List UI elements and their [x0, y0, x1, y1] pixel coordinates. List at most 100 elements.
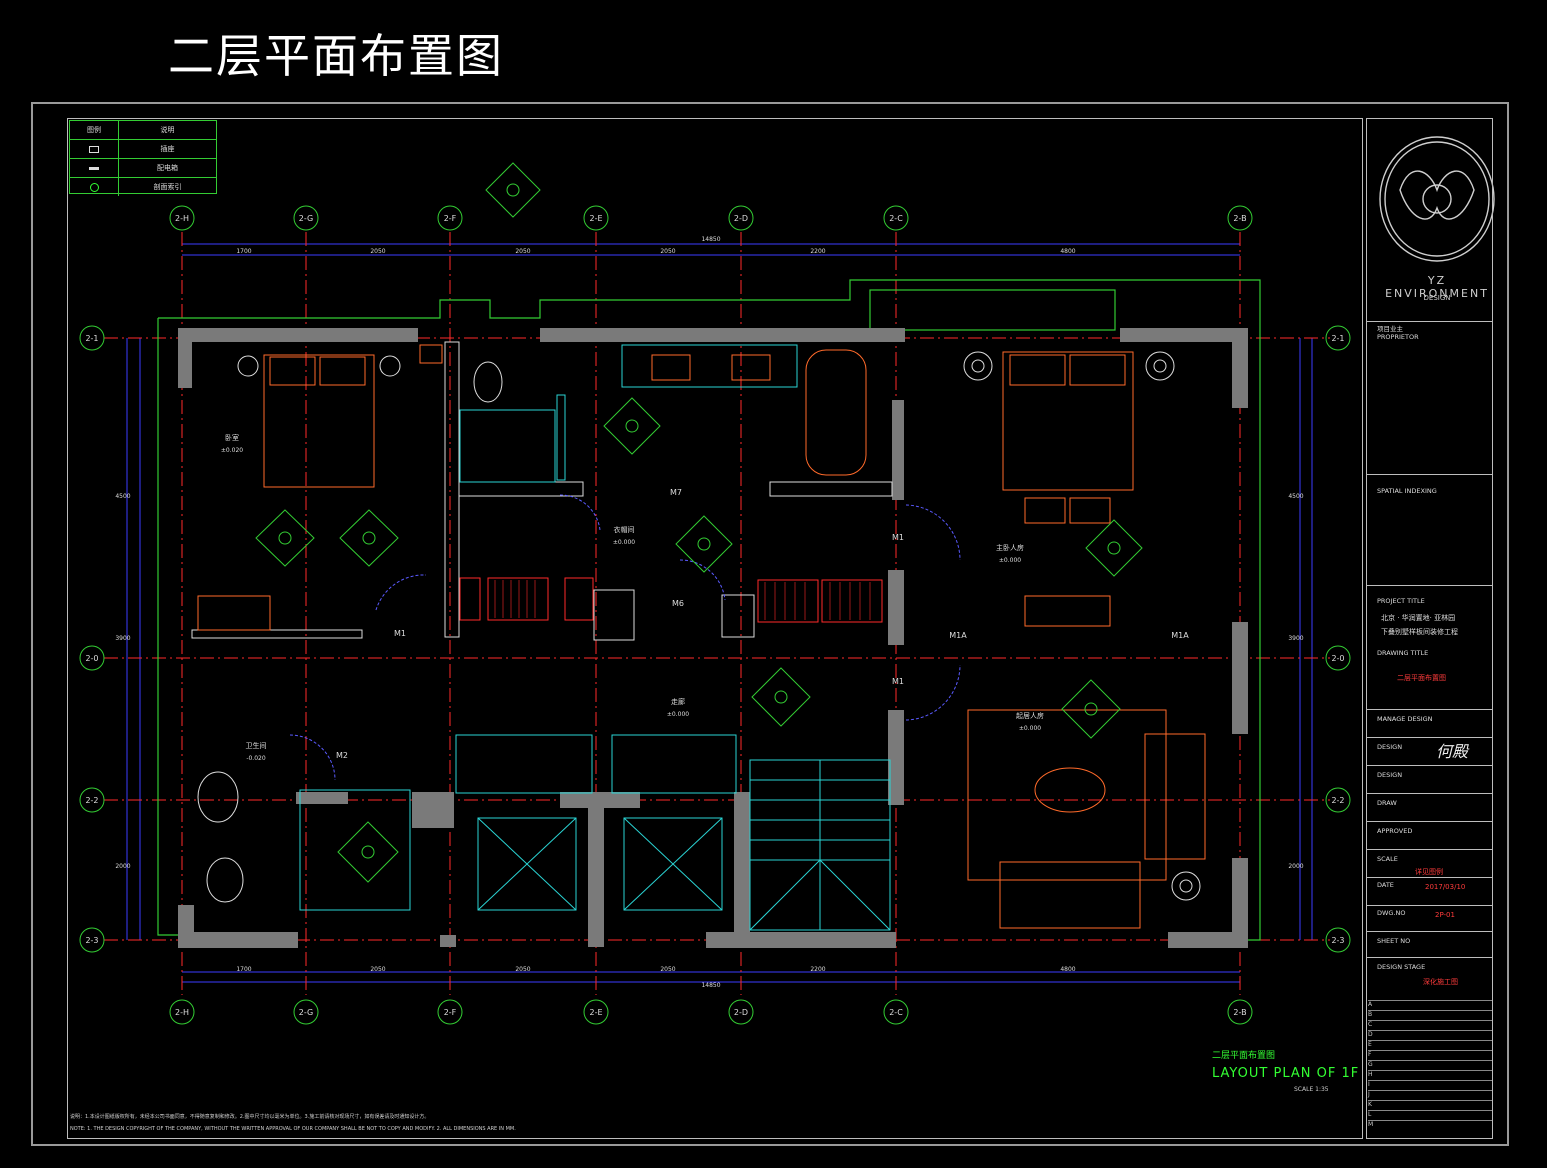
legend-desc: 插座 [160, 145, 175, 153]
grid-label-right: 2-0 [1331, 654, 1344, 663]
room-name: 起居人房 [1016, 711, 1044, 720]
dim-top: 2050 [660, 248, 675, 255]
legend-panel-icon [70, 159, 119, 177]
plan-scale: SCALE 1:35 [1294, 1086, 1329, 1093]
revision-row: F [1368, 1050, 1492, 1061]
legend-desc: 剖面索引 [153, 183, 182, 191]
room-name: 卫生间 [246, 741, 267, 750]
room-level: ±0.000 [1019, 725, 1041, 732]
drawn-label: DRAW [1377, 799, 1397, 807]
drawing-frame [67, 118, 1363, 1139]
company-sub: DESIGN [1423, 294, 1451, 302]
dim-side-right: 2000 [1288, 863, 1303, 870]
door-tag: M6 [672, 599, 684, 608]
dim-bottom: 4800 [1060, 966, 1075, 973]
grid-label-bottom: 2-B [1233, 1008, 1246, 1017]
door-tag: M1 [892, 677, 904, 686]
company-name: YZ ENVIRONMENT [1385, 274, 1489, 300]
room-level: ±0.020 [221, 447, 243, 454]
grid-label-bottom: 2-H [175, 1008, 189, 1017]
door-tag: M7 [670, 488, 682, 497]
revision-row: E [1368, 1040, 1492, 1051]
grid-label-left: 2-0 [85, 654, 98, 663]
date-value: 2017/03/10 [1425, 883, 1466, 891]
grid-label-top: 2-F [444, 214, 457, 223]
dim-bottom: 2050 [515, 966, 530, 973]
grid-label-left: 2-1 [85, 334, 98, 343]
dim-top: 2050 [515, 248, 530, 255]
grid-label-right: 2-1 [1331, 334, 1344, 343]
revision-row: M [1368, 1120, 1492, 1131]
legend-desc: 配电箱 [157, 164, 178, 172]
drawing-title: 二层平面布置图 [1397, 674, 1446, 682]
design-label-2: DESIGN [1377, 771, 1403, 779]
outer-frame [31, 102, 1509, 1146]
scale-value: 详见图例 [1415, 868, 1443, 876]
plan-caption-en: LAYOUT PLAN OF 1F [1212, 1066, 1360, 1081]
revision-row: I [1368, 1080, 1492, 1091]
revision-row: L [1368, 1110, 1492, 1121]
drawing-no: 2P-01 [1435, 911, 1455, 919]
door-tag: M1 [892, 533, 904, 542]
manage-design-label: MANAGE DESIGN [1377, 715, 1433, 723]
dim-top: 4800 [1060, 248, 1075, 255]
dim-side-right: 3900 [1288, 635, 1303, 642]
plan-caption-cn: 二层平面布置图 [1212, 1051, 1276, 1061]
revision-row: D [1368, 1030, 1492, 1041]
index-label: SPATIAL INDEXING [1377, 487, 1437, 495]
grid-label-top: 2-G [299, 214, 313, 223]
grid-label-right: 2-3 [1331, 936, 1344, 945]
room-level: -0.020 [246, 755, 266, 762]
proprietor-cn: 项目业主 [1377, 325, 1403, 333]
legend-row: 配电箱 [70, 159, 216, 178]
dim-top: 2200 [810, 248, 825, 255]
room-name: 卧室 [225, 433, 239, 442]
door-tag: M2 [336, 751, 348, 760]
proprietor-label: PROPRIETOR [1377, 333, 1419, 341]
dim-top: 2050 [370, 248, 385, 255]
room-name: 主卧人房 [996, 543, 1024, 552]
sheet-label: SHEET NO [1377, 937, 1411, 945]
scale-label: SCALE [1377, 855, 1398, 863]
dim-bottom: 2050 [370, 966, 385, 973]
revision-row: C [1368, 1020, 1492, 1031]
stage-value: 深化施工图 [1423, 978, 1458, 986]
note-en: NOTE: 1. THE DESIGN COPYRIGHT OF THE COM… [70, 1126, 516, 1132]
legend-table: 图例 说明 插座 配电箱 剖面索引 [69, 120, 217, 196]
room-name: 走廊 [671, 697, 685, 706]
drawing-title-label: DRAWING TITLE [1377, 649, 1429, 657]
dim-side-left: 4500 [115, 493, 130, 500]
revision-row: A [1368, 1000, 1492, 1011]
door-tag: M1A [1171, 631, 1189, 640]
dim-side-left: 3900 [115, 635, 130, 642]
dim-side-right: 4500 [1288, 493, 1303, 500]
grid-label-top: 2-B [1233, 214, 1246, 223]
company-logo-icon [1379, 136, 1495, 262]
design-label: DESIGN [1377, 743, 1403, 751]
note-cn: 说明：1.本设计图纸版权所有，未经本公司书面同意，不得随意复制和修改。2.图中尺… [70, 1114, 430, 1120]
grid-label-top: 2-E [589, 214, 602, 223]
grid-label-top: 2-C [889, 214, 903, 223]
date-label: DATE [1377, 881, 1394, 889]
page-title: 二层平面布置图 [168, 29, 504, 83]
legend-row: 剖面索引 [70, 178, 216, 196]
grid-label-left: 2-3 [85, 936, 98, 945]
project-name-2: 下叠别墅样板间装修工程 [1381, 628, 1458, 636]
room-level: ±0.000 [999, 557, 1021, 564]
stage-label: DESIGN STAGE [1377, 963, 1426, 971]
dim-top: 1700 [236, 248, 251, 255]
legend-desc: 说明 [160, 126, 175, 134]
dim-bottom: 1700 [236, 966, 251, 973]
project-name-1: 北京 · 华润置地· 亚林园 [1381, 614, 1456, 622]
grid-label-bottom: 2-G [299, 1008, 313, 1017]
revision-row: K [1368, 1100, 1492, 1111]
room-name: 衣帽间 [614, 525, 635, 534]
dim-bottom: 2050 [660, 966, 675, 973]
legend-socket-icon [70, 140, 119, 158]
grid-label-top: 2-H [175, 214, 189, 223]
door-tag: M1A [949, 631, 967, 640]
room-level: ±0.000 [613, 539, 635, 546]
grid-label-bottom: 2-C [889, 1008, 903, 1017]
legend-row: 图例 说明 [70, 121, 216, 140]
